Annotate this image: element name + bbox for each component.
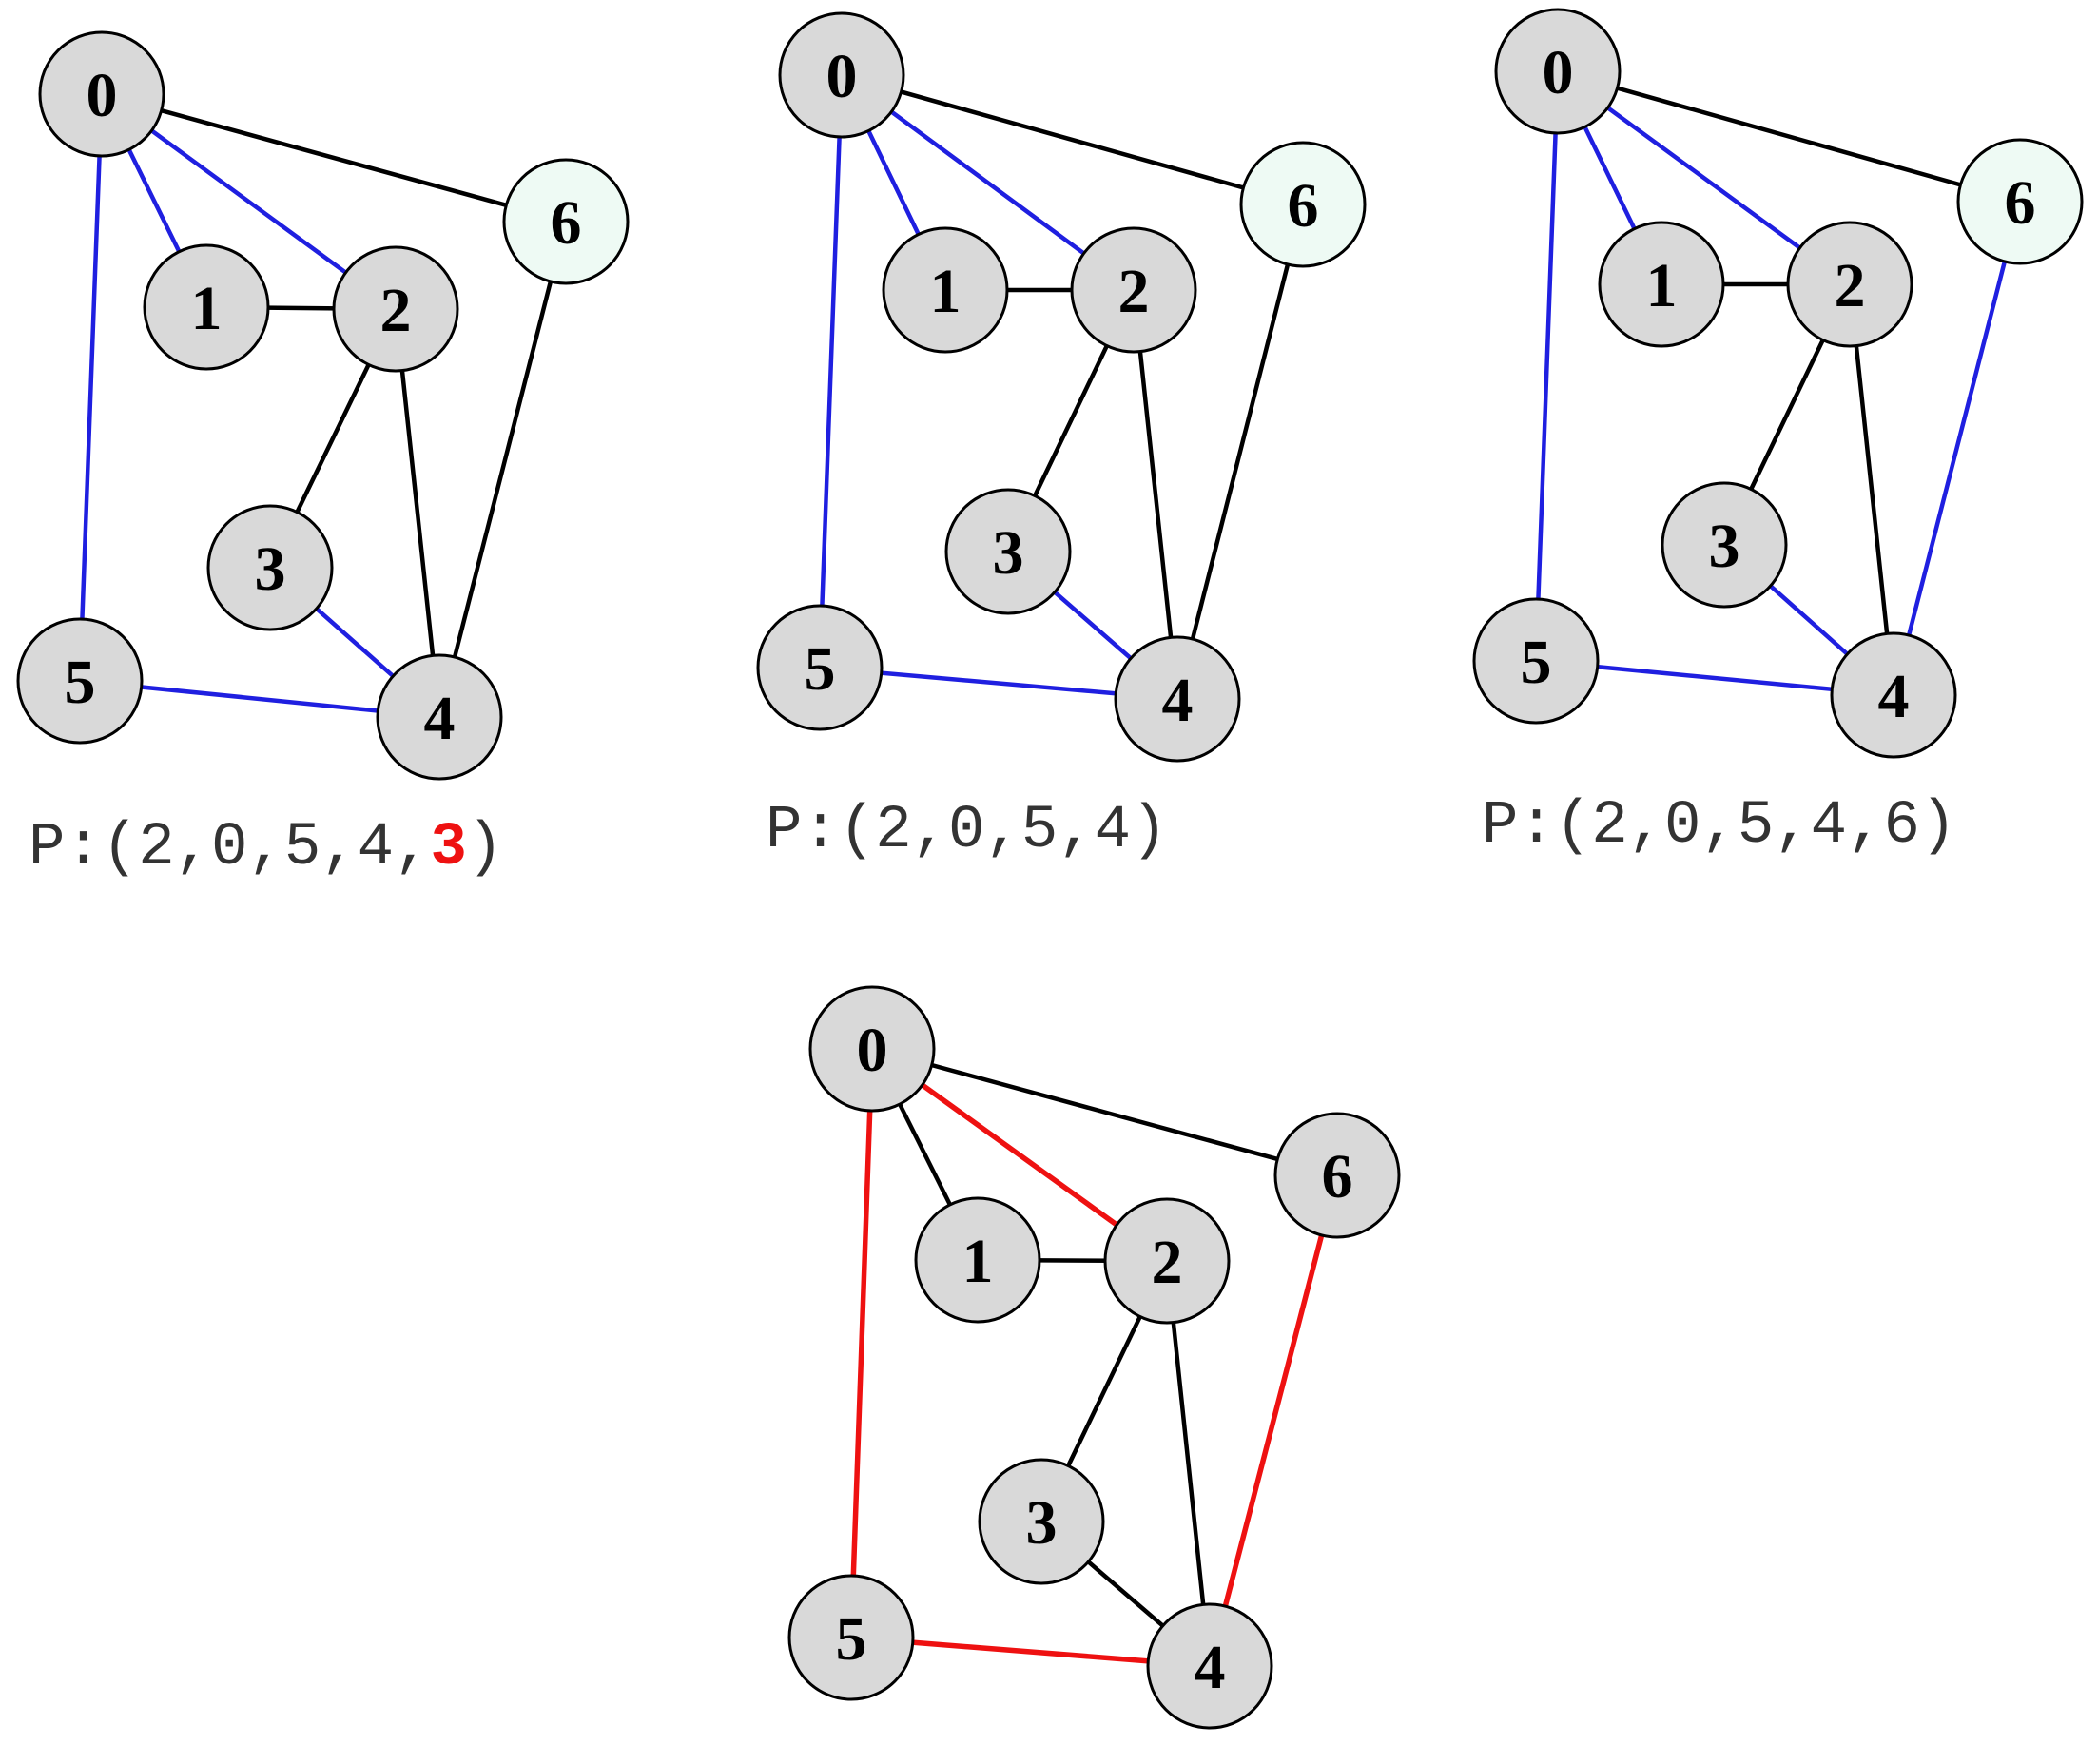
node-1 [1598, 221, 1725, 348]
node-label-0: 0 [826, 42, 858, 111]
node-6 [1239, 141, 1367, 268]
node-2 [1070, 226, 1197, 354]
edge-0-6 [869, 1046, 1340, 1178]
node-label-0: 0 [1543, 38, 1574, 107]
node-label-4: 4 [1195, 1633, 1226, 1702]
node-label-1: 1 [191, 274, 223, 343]
node-6 [502, 158, 630, 285]
node-label-6: 6 [1288, 171, 1319, 241]
edge-4-6 [1891, 199, 2023, 698]
node-3 [206, 504, 334, 631]
panel-2: 0 1 2 3 4 5 6P:(2,0,5,4) [756, 11, 1367, 865]
caption-prefix: P:(2,0,5,4, [29, 814, 430, 882]
path-caption: P:(2,0,5,4,6) [1482, 792, 1956, 861]
edge-2-4 [1164, 1258, 1213, 1669]
caption-suffix: ) [467, 814, 503, 882]
node-4 [1114, 635, 1241, 763]
node-label-5: 5 [1521, 628, 1552, 697]
nodes: 0 1 2 3 4 5 6 [1472, 8, 2084, 759]
node-5 [1472, 597, 1600, 725]
node-0 [778, 11, 905, 139]
node-label-0: 0 [87, 61, 118, 130]
node-label-0: 0 [857, 1016, 888, 1085]
node-label-2: 2 [1152, 1228, 1183, 1297]
panel-4: 0 1 2 3 4 5 6 [787, 985, 1401, 1730]
node-4 [1146, 1602, 1273, 1730]
node-0 [808, 985, 936, 1113]
node-5 [756, 604, 884, 731]
node-label-2: 2 [1118, 257, 1150, 326]
edge-4-6 [437, 219, 569, 720]
edge-2-4 [1131, 287, 1180, 702]
node-label-1: 1 [930, 257, 962, 326]
node-label-3: 3 [993, 518, 1024, 588]
node-2 [1103, 1197, 1231, 1325]
node-label-6: 6 [1322, 1142, 1353, 1212]
node-4 [376, 653, 503, 781]
node-5 [787, 1574, 915, 1701]
node-label-5: 5 [65, 648, 96, 717]
nodes: 0 1 2 3 4 5 6 [756, 11, 1367, 763]
path-caption: P:(2,0,5,4,3) [29, 814, 503, 882]
edge-4-6 [1207, 1173, 1340, 1669]
node-1 [882, 226, 1009, 354]
node-6 [1273, 1112, 1401, 1239]
node-5 [16, 617, 144, 745]
edge-0-6 [839, 72, 1306, 207]
node-4 [1830, 631, 1957, 759]
caption-highlight: 3 [430, 814, 466, 882]
edge-0-5 [817, 72, 845, 670]
nodes: 0 1 2 3 4 5 6 [16, 30, 630, 781]
node-1 [914, 1196, 1041, 1324]
node-label-6: 6 [2005, 168, 2036, 238]
edge-2-4 [1847, 281, 1896, 698]
node-label-2: 2 [380, 276, 412, 345]
edge-0-6 [1555, 68, 2023, 204]
node-0 [1494, 8, 1622, 135]
caption-prefix: P:(2,0,5,4) [766, 797, 1167, 865]
node-3 [944, 488, 1072, 615]
node-label-4: 4 [424, 684, 456, 753]
node-label-5: 5 [805, 634, 836, 704]
node-label-3: 3 [255, 534, 286, 604]
edge-0-5 [1533, 68, 1561, 664]
caption-prefix: P:(2,0,5,4,6) [1482, 792, 1956, 861]
node-1 [143, 243, 270, 371]
node-label-3: 3 [1026, 1488, 1058, 1558]
edge-0-6 [99, 91, 569, 224]
node-3 [978, 1458, 1105, 1585]
node-2 [1786, 221, 1913, 348]
node-label-1: 1 [962, 1227, 994, 1296]
node-6 [1956, 138, 2084, 265]
node-label-6: 6 [551, 188, 582, 258]
edge-4-6 [1175, 202, 1306, 702]
node-label-4: 4 [1878, 662, 1910, 731]
node-label-1: 1 [1646, 251, 1678, 320]
edge-0-5 [848, 1046, 875, 1640]
node-0 [38, 30, 165, 158]
nodes: 0 1 2 3 4 5 6 [787, 985, 1401, 1730]
node-3 [1661, 481, 1788, 609]
edge-2-4 [393, 306, 442, 720]
edge-0-5 [77, 91, 105, 684]
node-label-2: 2 [1835, 251, 1866, 320]
node-label-5: 5 [836, 1604, 867, 1674]
node-2 [332, 245, 459, 373]
path-caption: P:(2,0,5,4) [766, 797, 1167, 865]
node-label-3: 3 [1709, 512, 1740, 581]
panel-3: 0 1 2 3 4 5 6P:(2,0,5,4,6) [1472, 8, 2084, 861]
node-label-4: 4 [1162, 666, 1194, 735]
